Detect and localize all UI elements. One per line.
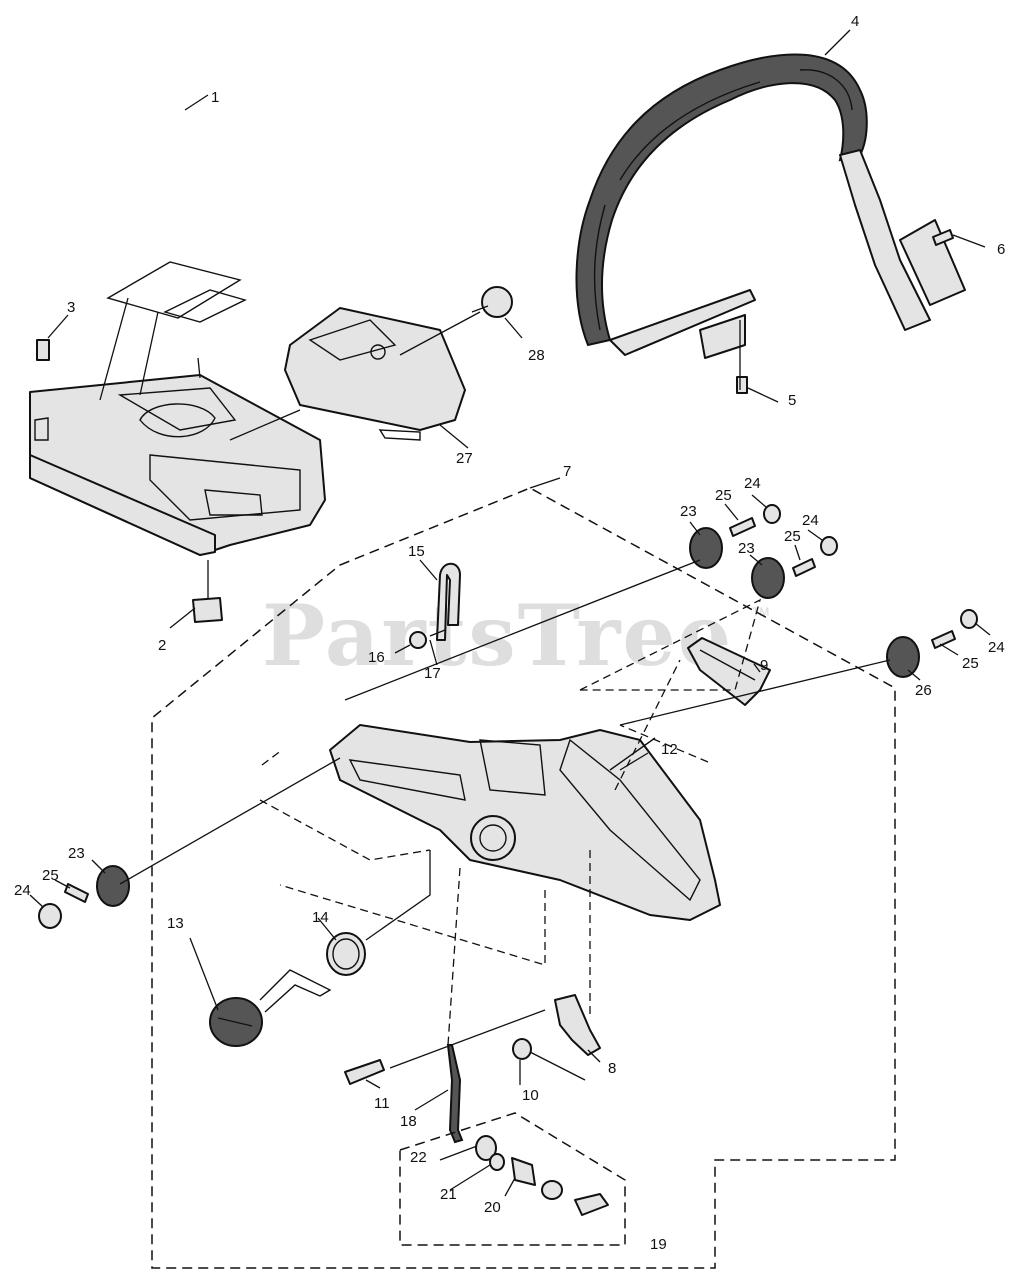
callout-24-c: 24 [988, 639, 1005, 656]
callout-25-d: 25 [42, 867, 59, 884]
buffer-23-upper-left [689, 527, 723, 569]
callout-20: 20 [484, 1199, 501, 1216]
clip-21 [489, 1153, 505, 1171]
oring-14 [326, 932, 366, 976]
callout-24-b: 24 [802, 512, 819, 529]
callout-23-b: 23 [738, 540, 755, 557]
callout-14: 14 [312, 909, 329, 926]
callout-22: 22 [410, 1149, 427, 1166]
callout-25-b: 25 [784, 528, 801, 545]
grommet-16 [409, 631, 427, 649]
callout-labels: 1 2 3 4 5 6 7 8 9 10 11 12 13 14 15 16 1… [14, 13, 1005, 1253]
nut-24-d [38, 903, 62, 929]
pickup-20 [511, 1157, 609, 1216]
callout-8: 8 [608, 1060, 616, 1077]
watermark-trademark: TM [752, 605, 769, 619]
callout-13: 13 [167, 915, 184, 932]
callout-12: 12 [661, 741, 678, 758]
nut-24-c [960, 609, 978, 629]
callout-19: 19 [650, 1236, 667, 1253]
screw-3 [36, 339, 50, 361]
callout-10: 10 [522, 1087, 539, 1104]
callout-23-c: 23 [68, 845, 85, 862]
callout-26: 26 [915, 682, 932, 699]
callout-21: 21 [440, 1186, 457, 1203]
plate-2 [192, 560, 223, 623]
callout-25-c: 25 [962, 655, 979, 672]
fuel-hose-15 [436, 562, 461, 641]
buffer-23-lower-left [96, 865, 130, 907]
callout-17: 17 [424, 665, 441, 682]
callout-5: 5 [788, 392, 796, 409]
watermark: PartsTree [262, 586, 733, 685]
filter-22 [475, 1135, 497, 1161]
chain-catcher-8 [554, 994, 601, 1056]
callout-23-a: 23 [680, 503, 697, 520]
callout-7: 7 [563, 463, 571, 480]
buffer-26 [886, 636, 920, 678]
air-filter-cover [284, 307, 466, 441]
callout-28: 28 [528, 347, 545, 364]
callout-15: 15 [408, 543, 425, 560]
bolt-25-b [792, 558, 816, 577]
bolt-5 [736, 376, 748, 394]
callout-1: 1 [211, 89, 219, 106]
kit-19-boundary [399, 1112, 626, 1246]
callout-6: 6 [997, 241, 1005, 258]
bolt-25-a [729, 517, 756, 537]
callout-9: 9 [760, 657, 768, 674]
front-handle [575, 53, 966, 359]
leader-lines [29, 29, 991, 1197]
kit-7-boundary [151, 487, 896, 1269]
decal-sheets [99, 261, 247, 401]
knob-28 [471, 286, 513, 318]
callout-25-a: 25 [715, 487, 732, 504]
callout-2: 2 [158, 637, 166, 654]
fuel-cap-13 [209, 969, 332, 1047]
nut-24-b [820, 536, 838, 556]
bolt-25-c [931, 630, 956, 649]
mount-plate-9 [687, 637, 771, 706]
callout-4: 4 [851, 13, 859, 30]
callout-16: 16 [368, 649, 385, 666]
callout-18: 18 [400, 1113, 417, 1130]
bolt-6 [932, 229, 954, 246]
pin-17 [429, 629, 446, 637]
callout-3: 3 [67, 299, 75, 316]
callout-11: 11 [374, 1095, 390, 1112]
bolt-11 [344, 1059, 385, 1085]
callout-24-d: 24 [14, 882, 31, 899]
callout-24-a: 24 [744, 475, 761, 492]
top-cover [29, 374, 326, 556]
bumper-10 [512, 1038, 532, 1060]
buffer-23-upper-right [751, 557, 785, 599]
fuel-line-18 [446, 1044, 464, 1144]
bolt-25-d [64, 883, 89, 903]
nut-24-a [763, 504, 781, 524]
callout-27: 27 [456, 450, 473, 467]
